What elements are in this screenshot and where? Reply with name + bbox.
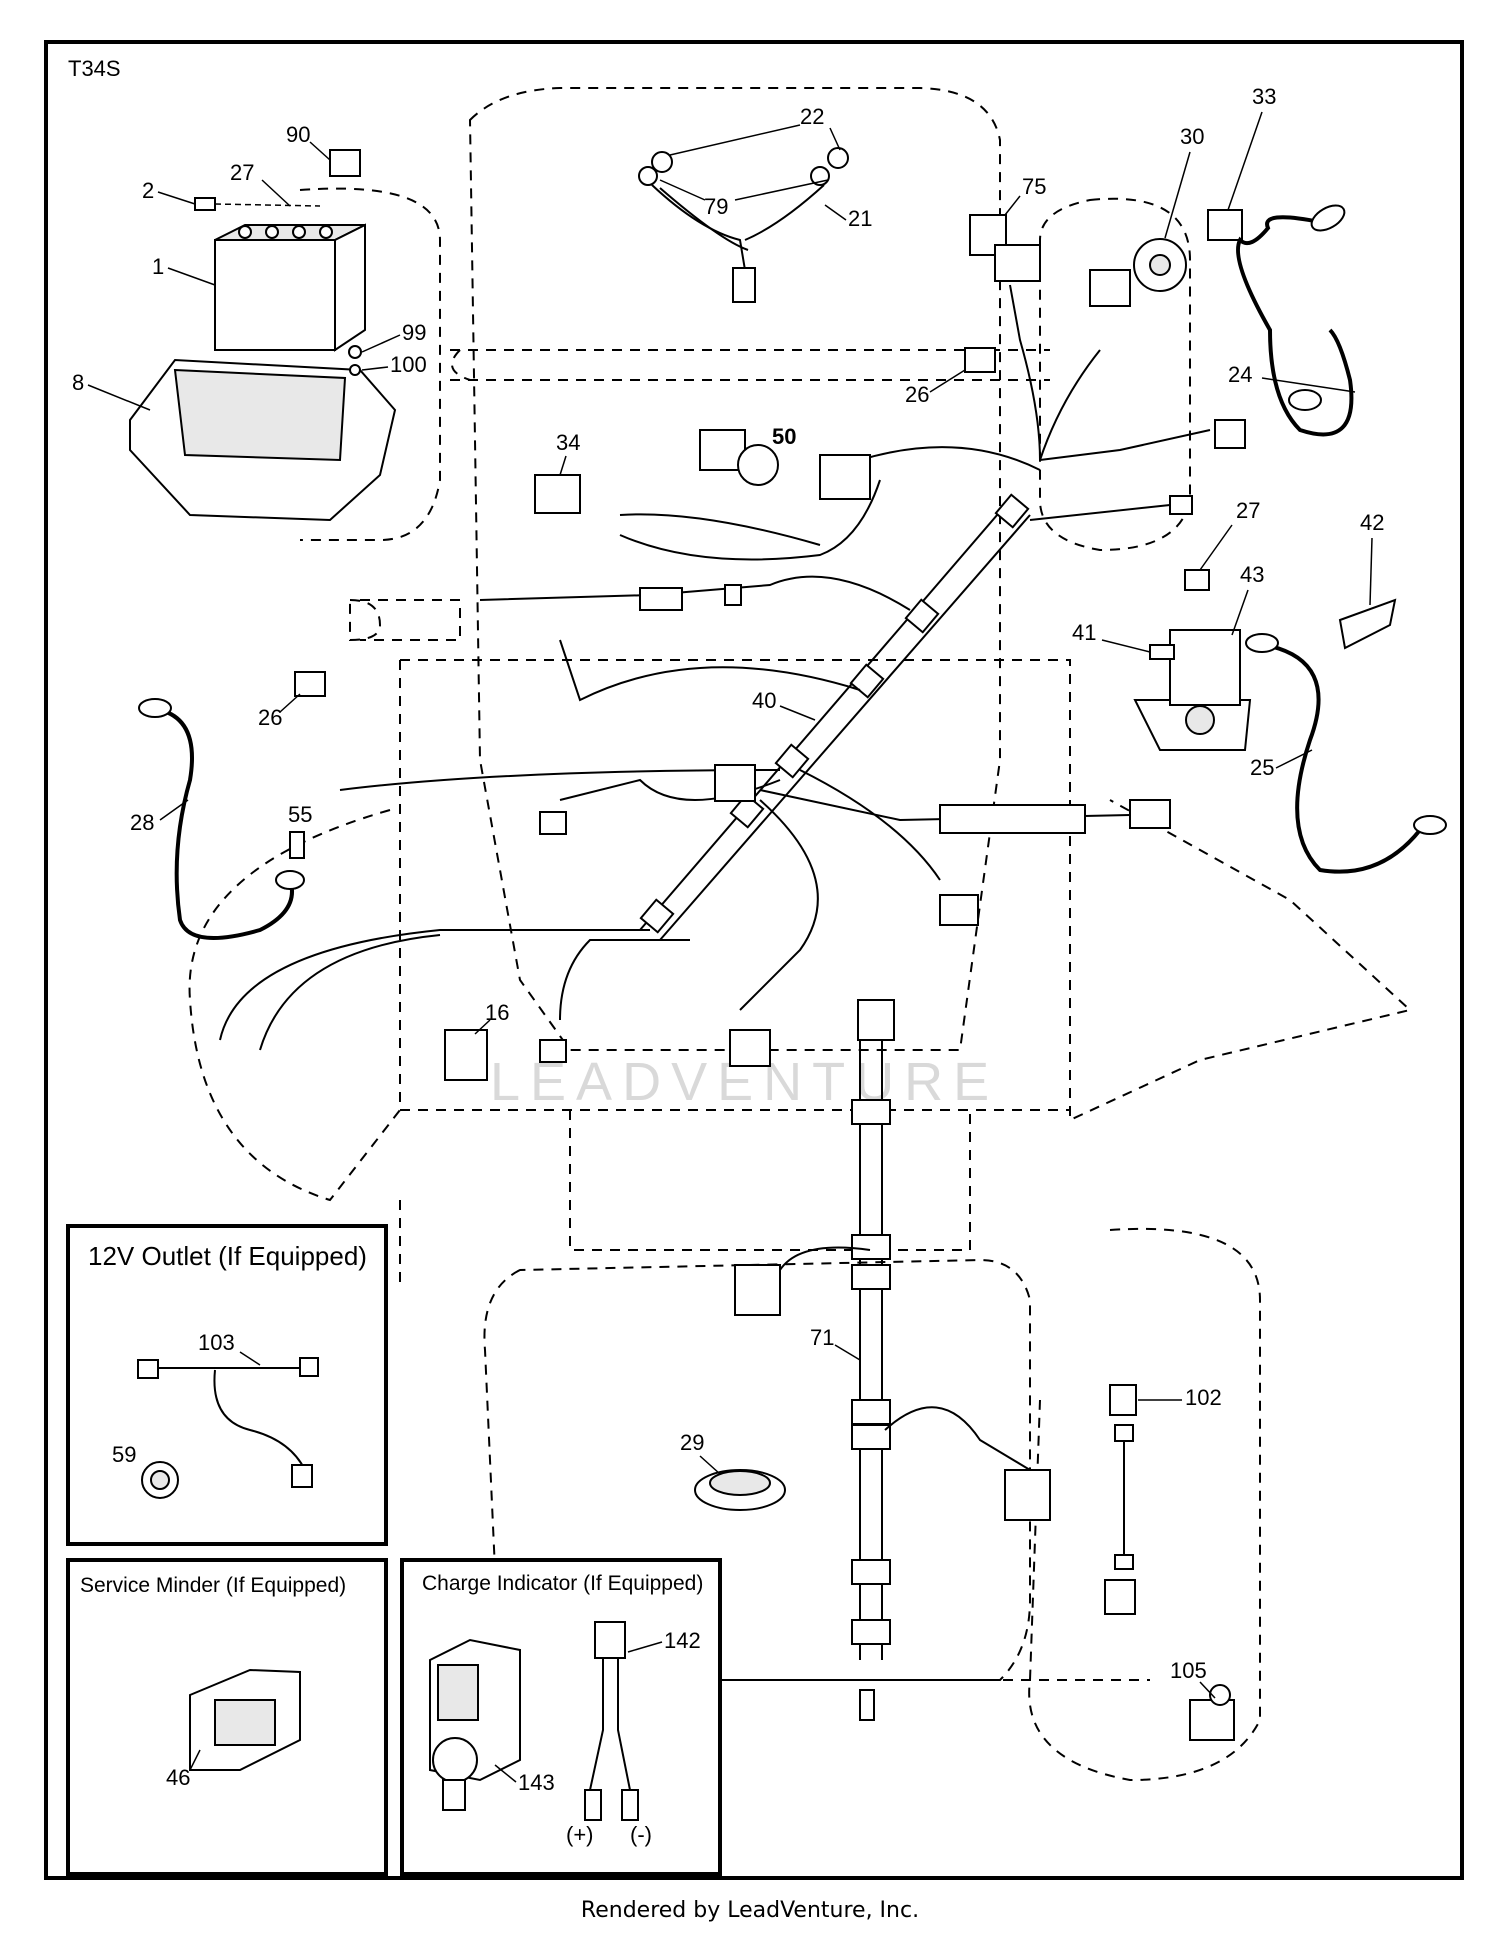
charge-plus-label: (+)	[566, 1822, 594, 1847]
callout-71: 71	[810, 1325, 834, 1350]
callout-105: 105	[1170, 1658, 1207, 1683]
callout-100: 100	[390, 352, 427, 377]
part-29	[694, 1469, 786, 1511]
ignition-switch	[1133, 238, 1187, 292]
bolt-55	[289, 831, 305, 859]
callout-21: 21	[848, 206, 872, 231]
callout-99: 99	[402, 320, 426, 345]
inset-service-minder-title: Service Minder (If Equipped)	[80, 1574, 346, 1597]
battery-tray	[129, 358, 397, 522]
inset-charge-indicator: Charge Indicator (If Equipped) 143 142 (…	[400, 1558, 722, 1876]
callout-46: 46	[166, 1765, 190, 1790]
callout-25: 25	[1250, 755, 1274, 780]
callout-40: 40	[752, 688, 776, 713]
callout-2: 2	[142, 178, 154, 203]
callout-79: 79	[704, 194, 728, 219]
inset-12v-outlet: 12V Outlet (If Equipped) 103 59	[66, 1224, 388, 1546]
relay-26-top	[964, 347, 996, 373]
callout-33: 33	[1252, 84, 1276, 109]
callout-103: 103	[198, 1330, 235, 1355]
callout-26-top: 26	[905, 382, 929, 407]
callout-142: 142	[664, 1628, 701, 1653]
inset-charge-indicator-title: Charge Indicator (If Equipped)	[422, 1572, 703, 1595]
main-harness	[219, 244, 1246, 1067]
callout-50: 50	[772, 424, 796, 449]
callout-55: 55	[288, 802, 312, 827]
callout-143: 143	[518, 1770, 555, 1795]
callout-90: 90	[286, 122, 310, 147]
starter-solenoid	[1133, 569, 1397, 751]
headlight-harness	[638, 147, 849, 303]
inset-12v-outlet-title: 12V Outlet (If Equipped)	[88, 1241, 367, 1271]
switch-34	[534, 474, 581, 514]
cable-28	[138, 698, 305, 940]
callout-24: 24	[1228, 362, 1252, 387]
diagram-frame	[44, 40, 1464, 1880]
harness-102	[1104, 1384, 1137, 1615]
callout-27-battery: 27	[230, 160, 254, 185]
callout-8: 8	[72, 370, 84, 395]
callout-59: 59	[112, 1442, 136, 1467]
callout-30: 30	[1180, 124, 1204, 149]
callout-42: 42	[1360, 510, 1384, 535]
body-outline	[188, 87, 1413, 1782]
connector-16	[444, 1029, 488, 1081]
switch-50	[699, 429, 779, 486]
inset-service-minder: Service Minder (If Equipped) 46	[66, 1558, 388, 1876]
callout-43: 43	[1240, 562, 1264, 587]
callout-28: 28	[130, 810, 154, 835]
callout-22: 22	[800, 104, 824, 129]
part-105	[1189, 1684, 1235, 1741]
callout-29: 29	[680, 1430, 704, 1455]
battery-hardware	[194, 149, 362, 376]
callouts: 90 2 27 1 99 100 8 22 79 21 75 30 33 24 …	[72, 84, 1384, 1699]
footer-credit: Rendered by LeadVenture, Inc.	[580, 1898, 920, 1923]
callout-75: 75	[1022, 174, 1046, 199]
callout-27-solenoid: 27	[1236, 498, 1260, 523]
callout-34: 34	[556, 430, 580, 455]
model-code: T34S	[68, 56, 121, 81]
battery	[214, 223, 366, 352]
callout-26-left: 26	[258, 705, 282, 730]
charge-minus-label: (-)	[630, 1822, 652, 1847]
callout-41: 41	[1072, 620, 1096, 645]
ignition-key	[1207, 209, 1243, 241]
callout-102: 102	[1185, 1385, 1222, 1410]
relay-26-left	[294, 671, 326, 697]
callout-1: 1	[152, 254, 164, 279]
harness-71	[734, 999, 1051, 1721]
cable-24	[1236, 204, 1354, 437]
cable-25	[1245, 633, 1447, 874]
